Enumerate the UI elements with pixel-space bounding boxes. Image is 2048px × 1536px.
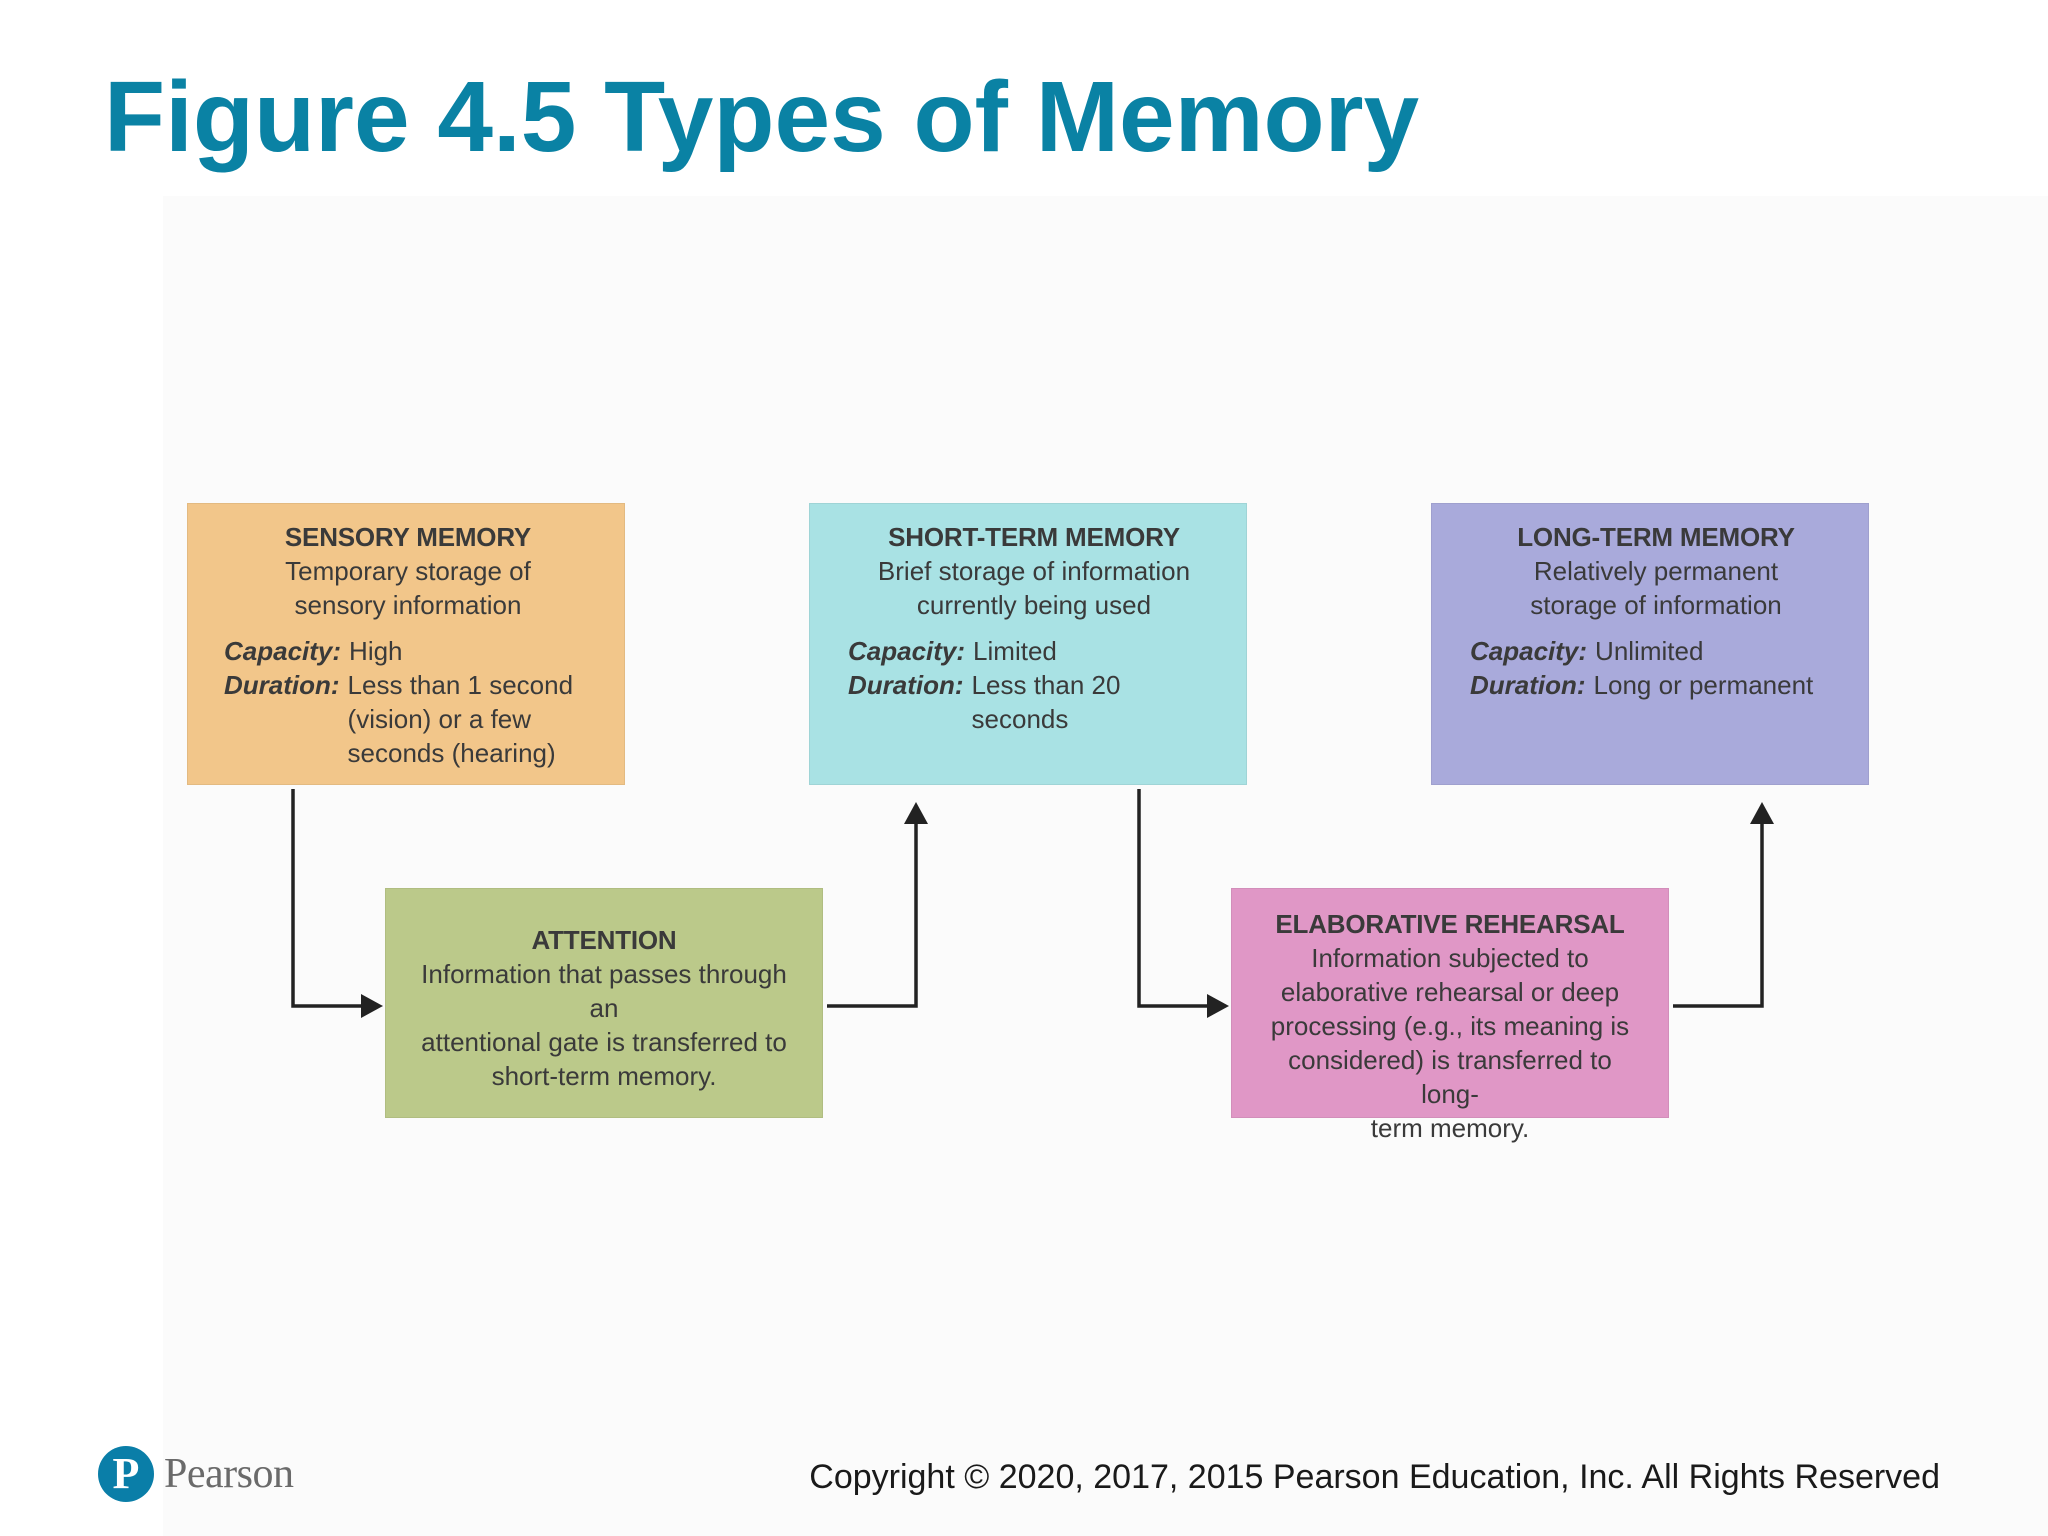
attention-desc-line3: short-term memory. — [491, 1061, 717, 1091]
elaborative-desc-line5: term memory. — [1370, 1113, 1530, 1143]
short-term-duration-row: Duration: Less than 20 seconds — [848, 668, 1220, 736]
short-term-capacity-row: Capacity: Limited — [848, 634, 1220, 668]
short-term-duration-label: Duration: — [848, 670, 964, 700]
pearson-logo-text: Pearson — [164, 1451, 294, 1497]
long-term-memory-props: Capacity: Unlimited Duration: Long or pe… — [1470, 634, 1842, 702]
arrowhead-attention-in — [361, 994, 383, 1018]
attention-heading: ATTENTION — [531, 925, 677, 955]
short-term-memory-heading: SHORT-TERM MEMORY — [888, 522, 1180, 552]
pearson-logo-icon: P — [98, 1446, 154, 1502]
elaborative-desc-line3: processing (e.g., its meaning is — [1270, 1011, 1630, 1041]
sensory-duration-label: Duration: — [224, 670, 340, 700]
long-term-memory-desc-line1: Relatively permanent — [1533, 556, 1779, 586]
short-term-memory-desc-line1: Brief storage of information — [877, 556, 1191, 586]
sensory-duration-value: Less than 1 second (vision) or a few sec… — [347, 670, 574, 768]
elaborative-desc-line2: elaborative rehearsal or deep — [1280, 977, 1620, 1007]
attention-box: ATTENTION Information that passes throug… — [385, 888, 823, 1118]
sensory-duration-row: Duration: Less than 1 second (vision) or… — [224, 668, 592, 770]
sensory-memory-heading: SENSORY MEMORY — [284, 522, 532, 552]
short-term-capacity-value: Limited — [973, 636, 1057, 666]
arrowhead-elaborative-in — [1207, 994, 1229, 1018]
attention-desc-line2: attentional gate is transferred to — [421, 1027, 787, 1057]
arrow-attention-to-short-term — [827, 820, 918, 1008]
sensory-capacity-value: High — [349, 636, 403, 666]
long-term-memory-desc-line2: storage of information — [1530, 590, 1782, 620]
arrow-elaborative-to-long-term — [1673, 820, 1764, 1008]
short-term-memory-props: Capacity: Limited Duration: Less than 20… — [848, 634, 1220, 736]
short-term-memory-desc-line2: currently being used — [916, 590, 1152, 620]
elaborative-desc-line4: considered) is transferred to long- — [1288, 1045, 1612, 1109]
long-term-capacity-label: Capacity: — [1470, 636, 1588, 666]
long-term-duration-row: Duration: Long or permanent — [1470, 668, 1842, 702]
long-term-duration-label: Duration: — [1470, 670, 1586, 700]
arrow-sensory-to-attention — [291, 789, 367, 1008]
sensory-memory-props: Capacity: High Duration: Less than 1 sec… — [224, 634, 592, 770]
short-term-memory-box: SHORT-TERM MEMORY Brief storage of infor… — [809, 503, 1247, 785]
arrowhead-short-term-in — [904, 802, 928, 824]
sensory-memory-box: SENSORY MEMORY Temporary storage of sens… — [187, 503, 625, 785]
sensory-memory-desc-line2: sensory information — [294, 590, 522, 620]
arrow-short-term-to-elaborative — [1137, 789, 1213, 1008]
short-term-capacity-label: Capacity: — [848, 636, 966, 666]
sensory-capacity-label: Capacity: — [224, 636, 342, 666]
arrowhead-long-term-in — [1750, 802, 1774, 824]
pearson-logo: P Pearson — [98, 1446, 294, 1502]
figure-panel — [163, 196, 2048, 1536]
copyright-notice: Copyright © 2020, 2017, 2015 Pearson Edu… — [809, 1458, 1940, 1496]
long-term-capacity-row: Capacity: Unlimited — [1470, 634, 1842, 668]
elaborative-rehearsal-heading: ELABORATIVE REHEARSAL — [1275, 909, 1625, 939]
slide-title: Figure 4.5 Types of Memory — [104, 61, 1420, 173]
attention-desc-line1: Information that passes through an — [421, 959, 787, 1023]
elaborative-rehearsal-box: ELABORATIVE REHEARSAL Information subjec… — [1231, 888, 1669, 1143]
long-term-memory-box: LONG-TERM MEMORY Relatively permanent st… — [1431, 503, 1869, 785]
elaborative-desc-line1: Information subjected to — [1311, 943, 1589, 973]
sensory-memory-desc-line1: Temporary storage of — [285, 556, 531, 586]
long-term-memory-heading: LONG-TERM MEMORY — [1517, 522, 1795, 552]
long-term-duration-value: Long or permanent — [1593, 670, 1814, 700]
sensory-capacity-row: Capacity: High — [224, 634, 592, 668]
long-term-capacity-value: Unlimited — [1595, 636, 1704, 666]
short-term-duration-value: Less than 20 seconds — [971, 670, 1121, 734]
